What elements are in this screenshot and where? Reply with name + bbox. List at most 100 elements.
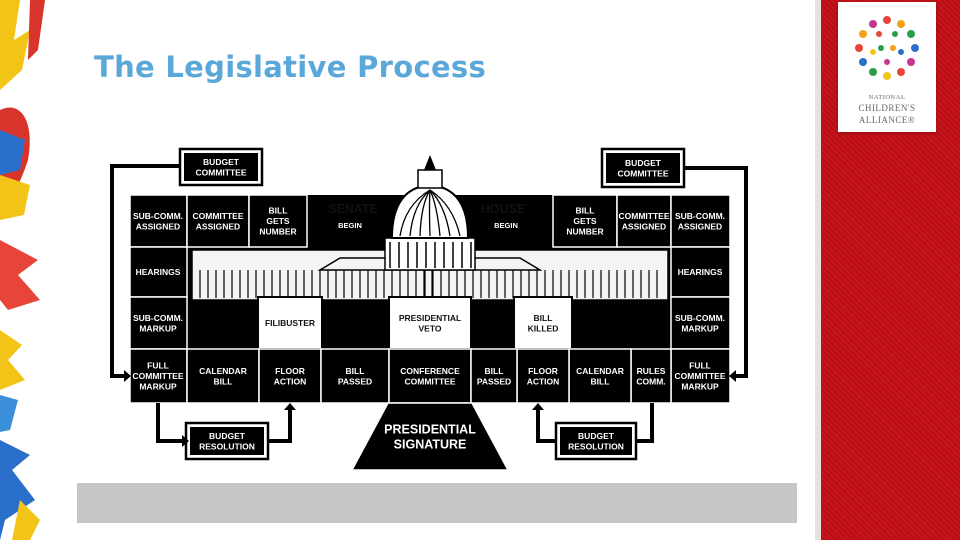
box-label: HEARINGS [136, 267, 181, 277]
box-label: PASSED [338, 376, 372, 386]
box-label: SUB-COMM. [133, 313, 183, 323]
capitol-dome-rib [429, 189, 451, 237]
box-label: COMM. [636, 376, 665, 386]
senate-committee-assigned-cell [186, 194, 250, 248]
senate-budget-resolution-arrow-icon [182, 435, 189, 447]
capitol-dome-rib [429, 189, 441, 237]
box-label: RULES [637, 366, 666, 376]
box-label: SUB-COMM. [675, 313, 725, 323]
senate-full-committee-markup-cell [129, 348, 188, 404]
box-label: HEARINGS [678, 267, 723, 277]
box-label: BILL [269, 206, 288, 216]
senate-budget-resolution-connector-left [156, 403, 182, 443]
box-label: SIGNATURE [394, 438, 467, 452]
box-label: BILL [485, 366, 504, 376]
box-label: ASSIGNED [136, 221, 180, 231]
box-label: PRESIDENTIAL [399, 313, 461, 323]
box-label: CONFERENCE [400, 366, 460, 376]
capitol-drum [384, 237, 476, 271]
senate-left-arrow-icon [124, 370, 131, 382]
box-label: BUDGET [625, 158, 662, 168]
house-budget-resolution-connector-right [636, 403, 654, 443]
logo-text-alliance: ALLIANCE® [858, 115, 916, 125]
house-committee-assigned-cell [616, 194, 672, 248]
box-label: ASSIGNED [622, 221, 666, 231]
box-label: NUMBER [259, 227, 296, 237]
bill-killed-box [513, 296, 573, 350]
senate-calendar-bill-cell [186, 348, 260, 404]
senate-floor-arrow-icon [284, 403, 296, 410]
house-subcomm-assigned-cell [670, 194, 731, 248]
house-bill-gets-number-cell [552, 194, 618, 248]
capitol-dome-rib [409, 189, 431, 237]
house-calendar-bill-cell [568, 348, 632, 404]
box-label: COMMITTEE [193, 211, 244, 221]
house-rules-comm-cell [630, 348, 672, 404]
box-label: MARKUP [681, 382, 719, 392]
house-floor-action-cell [516, 348, 570, 404]
caption-bar [77, 483, 797, 523]
senate-budget-committee-inner [184, 153, 258, 181]
capitol-dome-rib [429, 189, 461, 237]
hands-circle-logo-icon [855, 16, 919, 80]
box-label: COMMITTEE [405, 376, 456, 386]
box-label: BUDGET [578, 431, 615, 441]
house-budget-committee-inner [606, 153, 680, 183]
senate-budget-resolution-inner [190, 427, 264, 455]
box-label: SUB-COMM. [675, 211, 725, 221]
painted-hands-decoration [0, 0, 50, 540]
box-label: BILL [576, 206, 595, 216]
house-right-connector [684, 166, 748, 378]
house-begin-label: BEGIN [494, 221, 518, 230]
capitol-lantern [417, 169, 443, 189]
senate-hearings-cell [129, 246, 188, 298]
senate-begin-label: BEGIN [338, 221, 362, 230]
diagram-structure [110, 147, 748, 471]
box-label: BUDGET [209, 431, 246, 441]
house-bill-passed-cell [470, 348, 518, 404]
box-label: ASSIGNED [196, 221, 240, 231]
senate-budget-resolution-connector-right [268, 410, 292, 443]
diagram-labels: BUDGETCOMMITTEESUB-COMM.ASSIGNEDCOMMITTE… [133, 157, 726, 452]
box-label: PRESIDENTIAL [384, 423, 476, 437]
box-label: FULL [689, 361, 711, 371]
senate-label: SENATE [328, 202, 378, 216]
box-label: FULL [147, 361, 169, 371]
house-begin-arrow-icon [482, 219, 550, 231]
box-label: CALENDAR [576, 366, 624, 376]
box-label: MARKUP [139, 382, 177, 392]
capitol-dome-rib [399, 189, 431, 237]
box-label: RESOLUTION [199, 441, 255, 451]
box-label: BILL [214, 376, 233, 386]
box-label: BILL [534, 313, 553, 323]
ncac-logo: NATIONAL CHILDREN'S ALLIANCE® [838, 2, 936, 132]
box-label: COMMITTEE [196, 167, 247, 177]
box-label: COMMITTEE [675, 371, 726, 381]
house-budget-resolution-inner [560, 427, 632, 455]
box-label: PASSED [477, 376, 511, 386]
box-label: GETS [573, 216, 596, 226]
box-label: MARKUP [139, 323, 177, 333]
box-label: ACTION [274, 376, 307, 386]
box-label: CALENDAR [199, 366, 247, 376]
box-label: SUB-COMM. [133, 211, 183, 221]
presidential-signature-box [350, 402, 510, 471]
box-label: BUDGET [203, 157, 240, 167]
logo-text-childrens: CHILDREN'S [858, 103, 916, 113]
box-label: COMMITTEE [618, 168, 669, 178]
house-floor-arrow-icon [532, 403, 544, 410]
box-label: KILLED [528, 323, 559, 333]
box-label: FLOOR [275, 366, 305, 376]
box-label: BILL [346, 366, 365, 376]
box-label: BILL [591, 376, 610, 386]
box-label: NUMBER [566, 227, 603, 237]
box-label: ASSIGNED [678, 221, 722, 231]
box-label: ACTION [527, 376, 560, 386]
box-label: FLOOR [528, 366, 558, 376]
box-label: COMMITTEE [133, 371, 184, 381]
box-label: GETS [266, 216, 289, 226]
box-label: FILIBUSTER [265, 318, 315, 328]
legislative-process-diagram: BUDGETCOMMITTEESUB-COMM.ASSIGNEDCOMMITTE… [110, 147, 748, 471]
house-label: HOUSE [481, 202, 525, 216]
box-label: COMMITTEE [619, 211, 670, 221]
